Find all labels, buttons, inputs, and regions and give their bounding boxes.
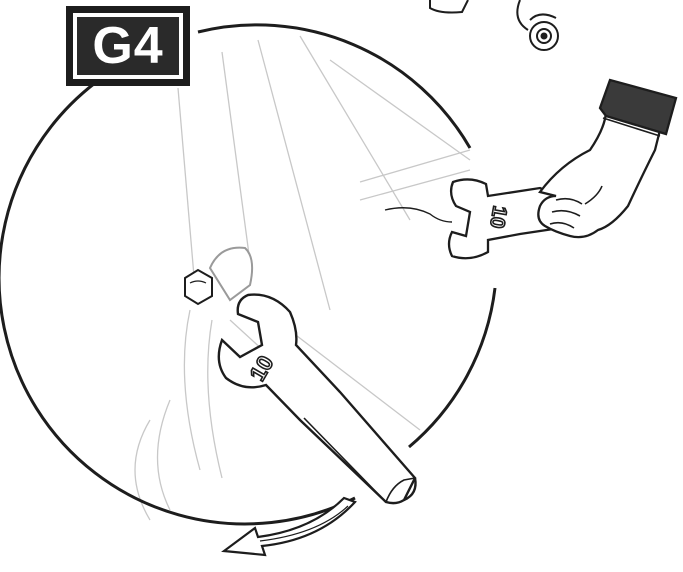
hand-icon <box>385 80 676 258</box>
wrench-icon <box>219 295 416 504</box>
bolt-icon <box>185 248 252 304</box>
upper-wrench-size-label: 10 <box>485 204 511 230</box>
caster-wheel-icon <box>430 0 558 50</box>
rotation-arrow-icon <box>224 498 355 555</box>
step-badge: G4 <box>66 6 190 86</box>
step-label: G4 <box>77 17 179 75</box>
